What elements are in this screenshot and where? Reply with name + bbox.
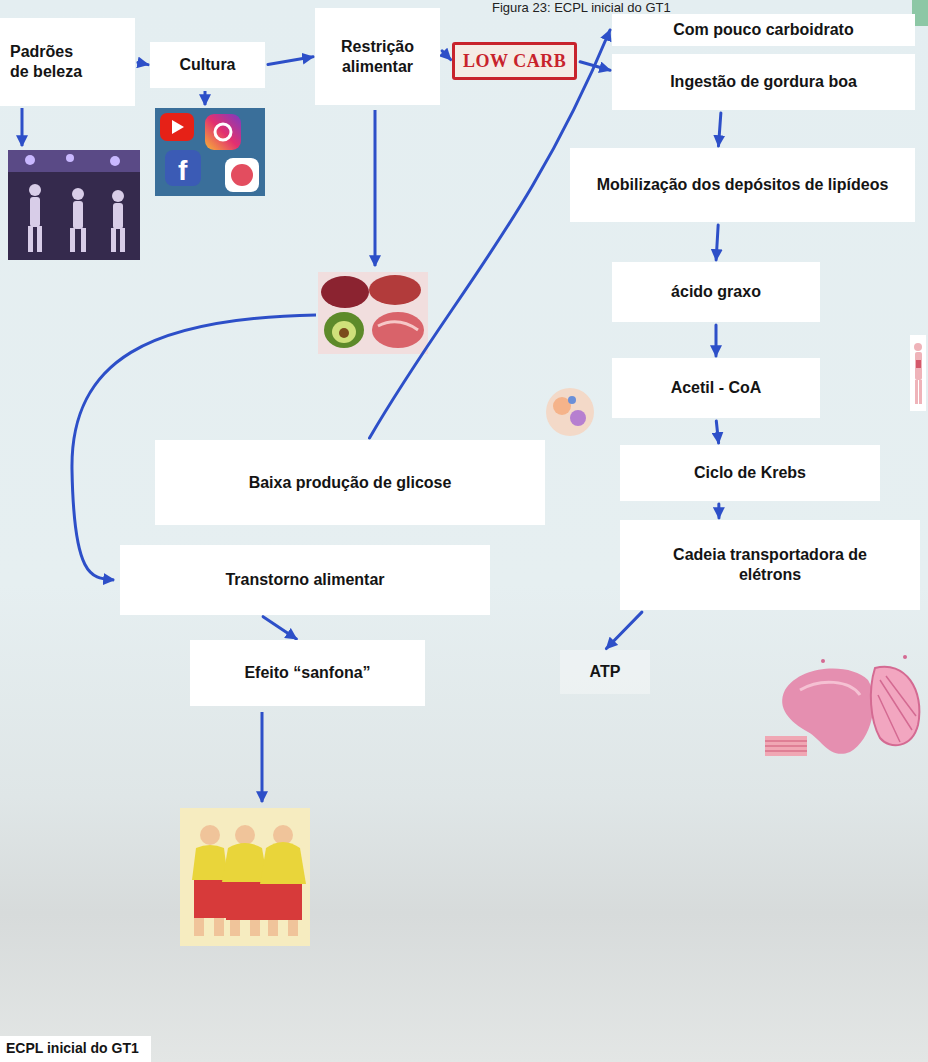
figure-caption: ECPL inicial do GT1 (0, 1036, 151, 1062)
concept-box: Ingestão de gordura boa (612, 54, 915, 110)
connector-arrow (268, 57, 313, 65)
leader-arrow (374, 110, 377, 266)
connector-arrow (606, 612, 642, 648)
food-photo (318, 272, 428, 354)
connector-arrow (718, 113, 720, 146)
concept-box: Efeito “sanfona” (190, 640, 425, 706)
connector-arrow (442, 51, 451, 60)
concept-text: Com pouco carboidrato (673, 20, 853, 40)
concept-text: Cadeia transportadora de elétrons (650, 545, 890, 585)
connector-arrow (716, 225, 718, 260)
concept-box: Padrões de beleza (0, 18, 135, 106)
connector-arrow (138, 63, 148, 65)
concept-box: ácido graxo (612, 262, 820, 322)
concept-box: Cadeia transportadora de elétrons (620, 520, 920, 610)
leader-arrow (204, 91, 207, 105)
leader-arrow (21, 108, 24, 146)
concept-text: Padrões de beleza (10, 42, 90, 82)
concept-text: Baixa produção de glicose (249, 473, 452, 493)
concept-text: LOW CARB (463, 50, 566, 73)
concept-box: Cultura (150, 42, 265, 88)
concept-text: ácido graxo (671, 282, 761, 302)
concept-box: Acetil - CoA (612, 358, 820, 418)
concept-box: Ciclo de Krebs (620, 445, 880, 501)
connector-arrow (263, 617, 296, 639)
krebs-sticker (546, 388, 594, 436)
svg-text:f: f (178, 155, 188, 186)
concept-text: Ingestão de gordura boa (670, 72, 857, 92)
concept-text: Transtorno alimentar (225, 570, 384, 590)
concept-text: Acetil - CoA (671, 378, 762, 398)
concept-box: Baixa produção de glicose (155, 440, 545, 525)
concept-text: Ciclo de Krebs (694, 463, 806, 483)
concept-text: Mobilização dos depósitos de lipídeos (597, 175, 889, 195)
connector-arrow (715, 325, 718, 356)
organ-illustrations (765, 655, 919, 756)
leader-arrow (261, 712, 264, 802)
concept-text: Restrição alimentar (325, 37, 430, 77)
figure-title: Figura 23: ECPL inicial do GT1 (492, 0, 671, 15)
concept-box: Transtorno alimentar (120, 545, 490, 615)
concept-text: Efeito “sanfona” (244, 663, 370, 683)
concept-box: Restrição alimentar (315, 8, 440, 105)
concept-box: Com pouco carboidrato (612, 14, 915, 46)
concept-text: ATP (590, 662, 621, 682)
concept-text: Cultura (180, 55, 236, 75)
concept-box: Mobilização dos depósitos de lipídeos (570, 148, 915, 222)
social-media-icons: f (155, 108, 265, 196)
stamp-label: LOW CARB (452, 42, 577, 80)
body-figure (910, 335, 926, 411)
connector-arrow (716, 421, 718, 443)
concept-box: ATP (560, 650, 650, 694)
gym-photo (8, 150, 140, 260)
cartoon-figures (180, 808, 310, 946)
connector-arrow (717, 504, 720, 518)
